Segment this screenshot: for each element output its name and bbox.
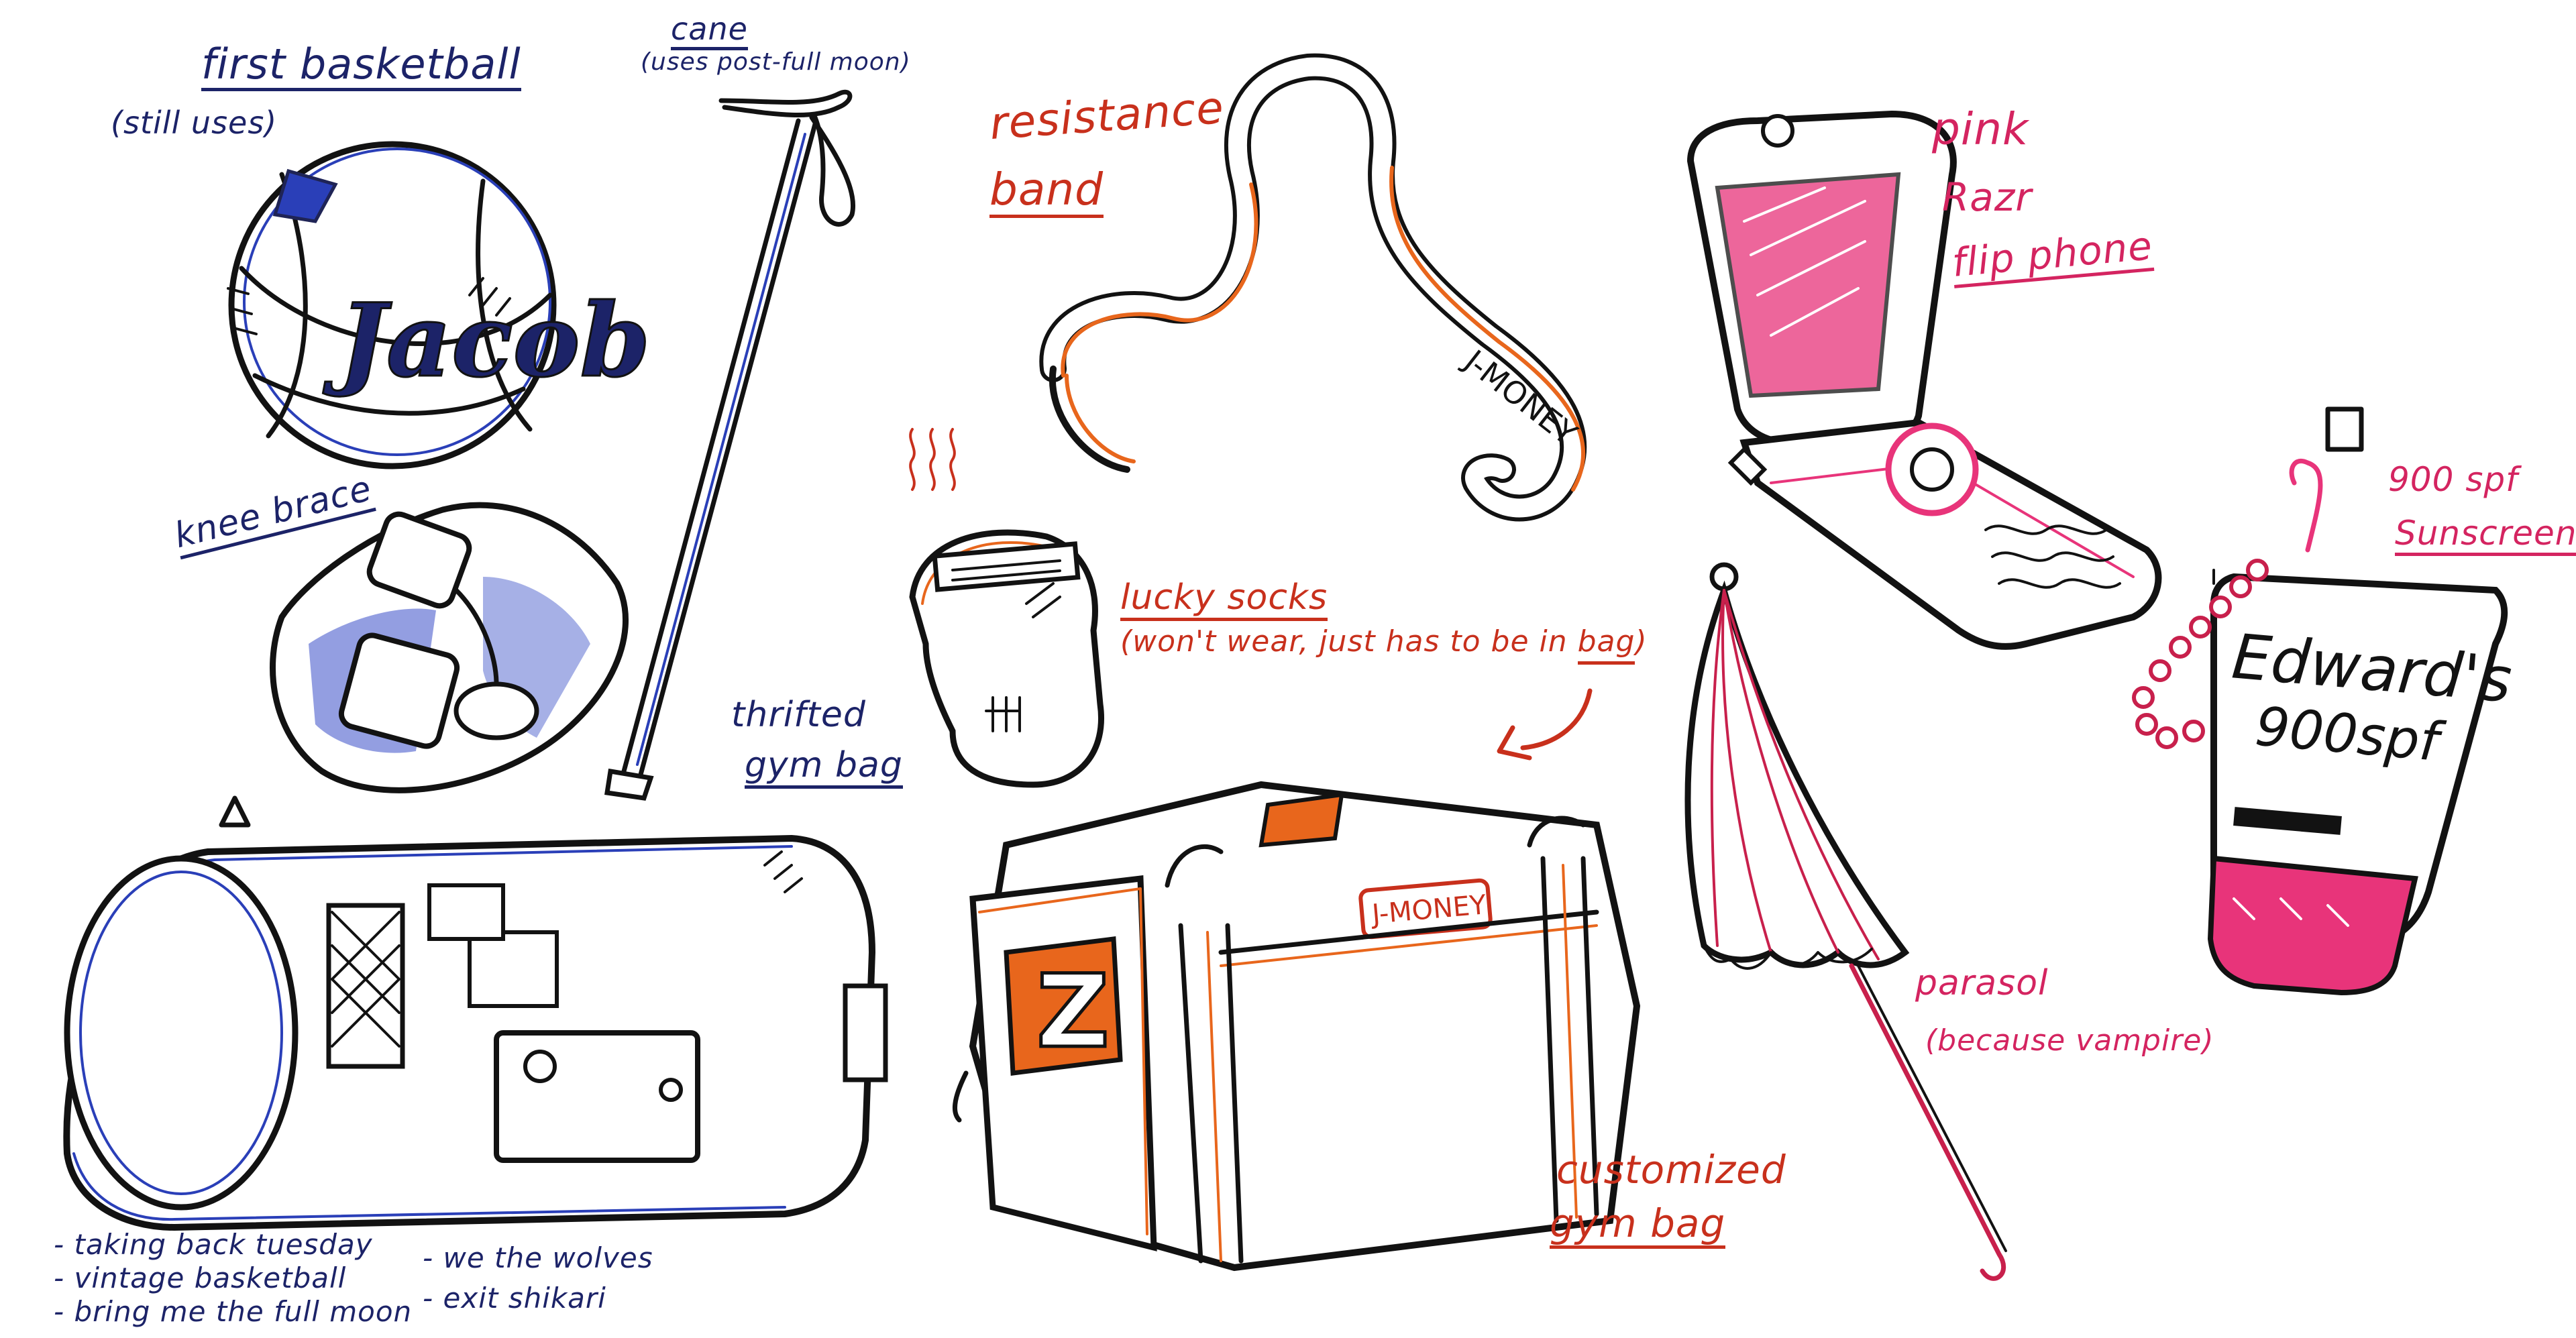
bag-content-2: - vintage basketball xyxy=(54,1262,347,1294)
bag-letter: Z xyxy=(1036,954,1110,1070)
spf-label: 900 spf xyxy=(2388,460,2518,499)
arrow-icon xyxy=(1497,688,1593,761)
band-label: band xyxy=(989,168,1104,218)
cane-label: cane xyxy=(671,13,748,50)
bag-content-1: - taking back tuesday xyxy=(54,1228,373,1261)
socks-note-bag: bag xyxy=(1577,624,1635,665)
parasol-note-label: (because vampire) xyxy=(1925,1023,2214,1058)
sunscreen-label: Sunscreen xyxy=(2395,516,2576,556)
basketball-icon: Jacob xyxy=(227,141,651,469)
parasol-label: parasol xyxy=(1915,963,2049,1003)
flip-phone-icon xyxy=(1686,110,2162,650)
thrifted-label: thrifted xyxy=(731,695,866,735)
bag-content-3: - bring me the full moon xyxy=(54,1295,413,1328)
socks-note-label: (won't wear, just has to be in bag) xyxy=(1120,624,1648,665)
socks-note-post: ) xyxy=(1635,624,1648,659)
cane-note-label: (uses post-full moon) xyxy=(641,48,911,76)
socks-note-pre: (won't wear, just has to be in xyxy=(1120,624,1578,659)
lucky-socks-label: lucky socks xyxy=(1120,580,1328,621)
knee-brace-icon xyxy=(270,502,629,793)
cane-icon xyxy=(604,89,855,801)
still-uses-label: (still uses) xyxy=(111,105,278,141)
bag-content-4: - we the wolves xyxy=(423,1241,653,1274)
bag-content-5: - exit shikari xyxy=(423,1282,606,1315)
pink-label: pink xyxy=(1932,103,2029,155)
sunscreen-icon: Edward's 900spf xyxy=(2132,406,2514,996)
parasol-icon xyxy=(1684,562,2007,1281)
gym-bag-label: gym bag xyxy=(745,748,903,789)
customized-label: customized xyxy=(1556,1147,1786,1192)
socks-icon xyxy=(909,428,1104,788)
customized-gym-bag-label: gym bag xyxy=(1550,1204,1726,1249)
first-basketball-label: first basketball xyxy=(201,44,521,91)
razr-label: Razr xyxy=(1942,174,2033,220)
duffel-bag-icon xyxy=(63,795,888,1231)
duffel-bag-icon: Z J-MONEY xyxy=(952,781,1641,1272)
